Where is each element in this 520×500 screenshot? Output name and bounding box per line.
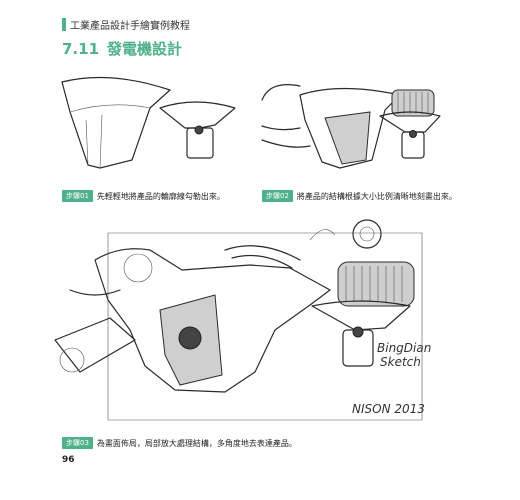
section-title: 7.11 發電機設計 [62, 38, 182, 59]
sketch-label-line1: BingDian [377, 341, 431, 355]
sketch-step1-outline [61, 76, 236, 169]
step-03-text: 為畫面佈局，局部放大處理結構，多角度地去表達產品。 [96, 438, 297, 448]
step-02-text: 將產品的結構根據大小比例清晰地刻畫出來。 [296, 191, 457, 201]
section-title-text: 發電機設計 [107, 40, 183, 58]
sketch-step2-structure [261, 84, 441, 169]
header-accent-bar [62, 18, 66, 31]
page-number: 96 [62, 455, 75, 465]
artist-signature: NISON 2013 [352, 402, 425, 416]
step-01-text: 先輕輕地將產品的輪廓線勾勒出來。 [96, 191, 225, 201]
step-03-badge: 步驟03 [62, 437, 93, 449]
sketch-step3-composition: BingDian Sketch NISON 2013 [54, 219, 431, 421]
section-number: 7.11 [62, 40, 100, 58]
step-01: 步驟01 先輕輕地將產品的輪廓線勾勒出來。 [62, 190, 225, 202]
step-02-badge: 步驟02 [262, 190, 293, 202]
sketch-label-line2: Sketch [380, 355, 421, 369]
running-header: 工業產品設計手繪實例教程 [70, 21, 190, 32]
step-03: 步驟03 為畫面佈局，局部放大處理結構，多角度地去表達產品。 [62, 437, 297, 449]
step-01-badge: 步驟01 [62, 190, 93, 202]
step-02: 步驟02 將產品的結構根據大小比例清晰地刻畫出來。 [262, 190, 457, 202]
